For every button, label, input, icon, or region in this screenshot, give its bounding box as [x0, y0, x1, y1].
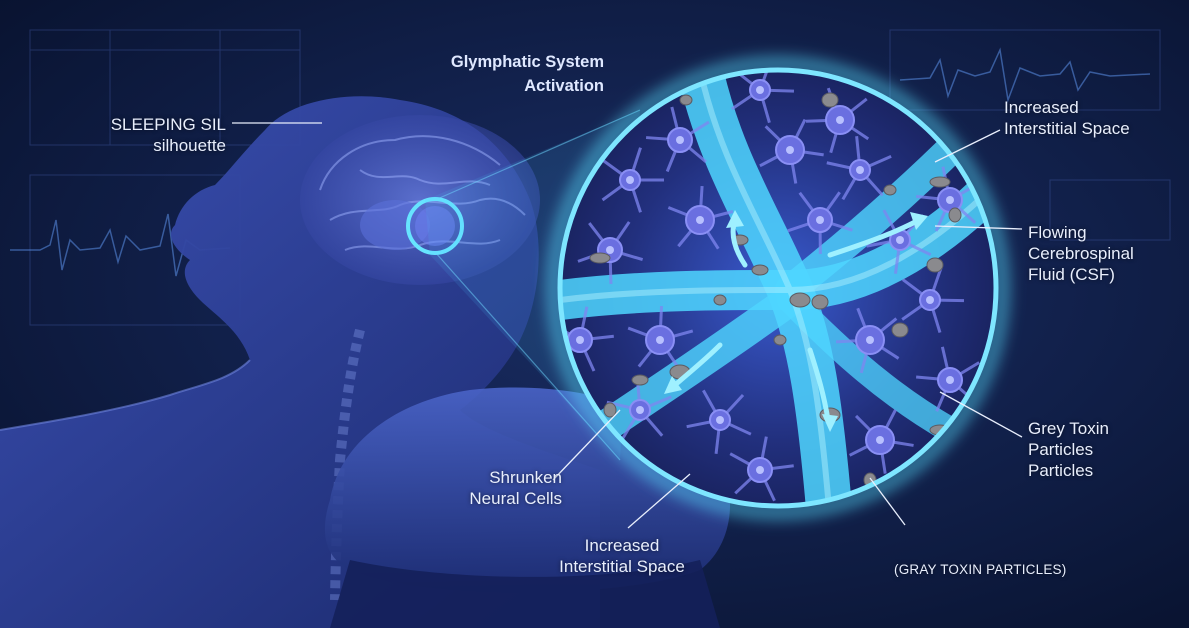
neural-cell: [606, 375, 672, 440]
toxin-particle: [883, 184, 897, 196]
flow-arrows: [672, 217, 918, 423]
label-flowing-csf: Flowing Cerebrospinal Fluid (CSF): [1028, 223, 1134, 284]
neural-cell: [835, 307, 900, 374]
neural-cell: [686, 389, 752, 454]
toxin-particle: [929, 176, 951, 188]
magnifier-rim: [557, 67, 999, 509]
monitor-panels: [29, 29, 1171, 326]
focus-ring: [406, 197, 464, 255]
toxin-particle: [789, 292, 811, 308]
label-increased-interstitial-top: Increased Interstitial Space: [1004, 98, 1130, 138]
neural-cell: [805, 87, 870, 154]
toxin-particle: [891, 322, 909, 338]
toxin-particle: [948, 207, 962, 223]
toxin-particle: [926, 257, 944, 273]
neural-cell: [848, 409, 914, 474]
ecg-waveforms: [10, 47, 1151, 277]
label-increased-interstitial-bottom: Increased Interstitial Space: [559, 536, 685, 576]
neural-cell: [787, 191, 853, 255]
toxin-particle: [589, 252, 611, 264]
toxin-particle: [603, 402, 617, 418]
neural-cell: [667, 185, 734, 250]
neural-cell: [826, 136, 892, 201]
brain: [300, 115, 540, 285]
toxin-particle: [751, 264, 769, 276]
toxin-particle: [811, 294, 829, 310]
leader-lines: [232, 122, 1023, 529]
label-gray-toxin-caps: (GRAY TOXIN PARTICLES): [894, 562, 1067, 577]
toxin-particle: [773, 334, 787, 346]
magnified-view: [540, 50, 1016, 526]
csf-channels: [560, 70, 996, 506]
toxin-particle: [821, 92, 839, 108]
neural-cell: [759, 118, 824, 184]
toxin-particle: [631, 374, 649, 386]
neural-cell: [645, 106, 710, 173]
neural-cell: [601, 147, 664, 213]
label-grey-toxin-particles: Grey Toxin Particles Particles: [1028, 419, 1109, 480]
neural-cell: [627, 305, 694, 370]
toxin-particle: [713, 294, 727, 306]
toxin-particle: [679, 94, 693, 106]
label-shrunken-neural-cells: Shrunken Neural Cells: [469, 468, 562, 508]
page-title: Glymphatic System Activation: [450, 53, 604, 95]
neural-cell: [901, 267, 965, 333]
neural-cell: [729, 436, 794, 502]
label-sleeping-silhouette: SLEEPING SIL silhouette: [110, 115, 226, 155]
